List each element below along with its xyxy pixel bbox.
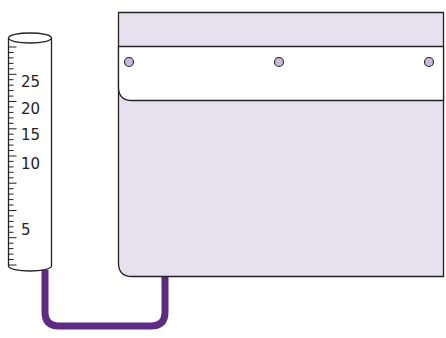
scale-tick — [9, 188, 14, 189]
scale-tick — [9, 96, 14, 97]
scale-tick — [9, 221, 14, 222]
scale-ticks — [9, 47, 17, 265]
scale-tick — [9, 68, 14, 69]
container — [119, 13, 444, 277]
scale-number: 5 — [21, 223, 31, 238]
scale-tick — [9, 183, 17, 184]
scale-tick — [9, 150, 14, 151]
scale-tick — [9, 226, 14, 227]
scale-tick — [9, 128, 17, 129]
scale-tick — [9, 210, 17, 211]
scale-tick — [9, 194, 14, 195]
scale-tick — [9, 90, 14, 91]
cylinder-rim — [9, 33, 52, 43]
scale-tick — [9, 248, 14, 249]
scale-number: 10 — [21, 157, 40, 172]
scale-number: 15 — [21, 128, 40, 143]
scale-tick — [9, 101, 17, 102]
scale-tick — [9, 166, 14, 167]
scale-tick — [9, 85, 14, 86]
band-dot — [275, 58, 284, 67]
scale-tick — [9, 107, 14, 108]
scale-tick — [9, 161, 14, 162]
scale-tick — [9, 52, 14, 53]
scale-tick — [9, 134, 14, 135]
scale-tick — [9, 47, 17, 48]
scale-tick — [9, 232, 14, 233]
scale-tick — [9, 265, 17, 266]
scale-tick — [9, 79, 14, 80]
scale-tick — [9, 139, 14, 140]
scale-tick — [9, 177, 14, 178]
scale-tick — [9, 237, 17, 238]
scale-tick — [9, 243, 14, 244]
scale-tick — [9, 215, 14, 216]
scale-tick — [9, 254, 14, 255]
scale-tick — [9, 74, 17, 75]
scale-tick — [9, 112, 14, 113]
band-dot — [425, 58, 434, 67]
scale-number: 20 — [21, 102, 40, 117]
scale-number: 25 — [21, 75, 40, 90]
scale-tick — [9, 205, 14, 206]
measuring-cylinder — [9, 38, 52, 271]
scale-tick — [9, 117, 14, 118]
scale-tick — [9, 259, 14, 260]
scale-tick — [9, 172, 14, 173]
connecting-tube — [45, 270, 165, 326]
scale-tick — [9, 199, 14, 200]
clamp-band — [119, 47, 444, 101]
band-dot — [125, 58, 134, 67]
scale-tick — [9, 63, 14, 64]
scale-tick — [9, 156, 17, 157]
scale-tick — [9, 123, 14, 124]
scale-tick — [9, 57, 14, 58]
scale-tick — [9, 145, 14, 146]
